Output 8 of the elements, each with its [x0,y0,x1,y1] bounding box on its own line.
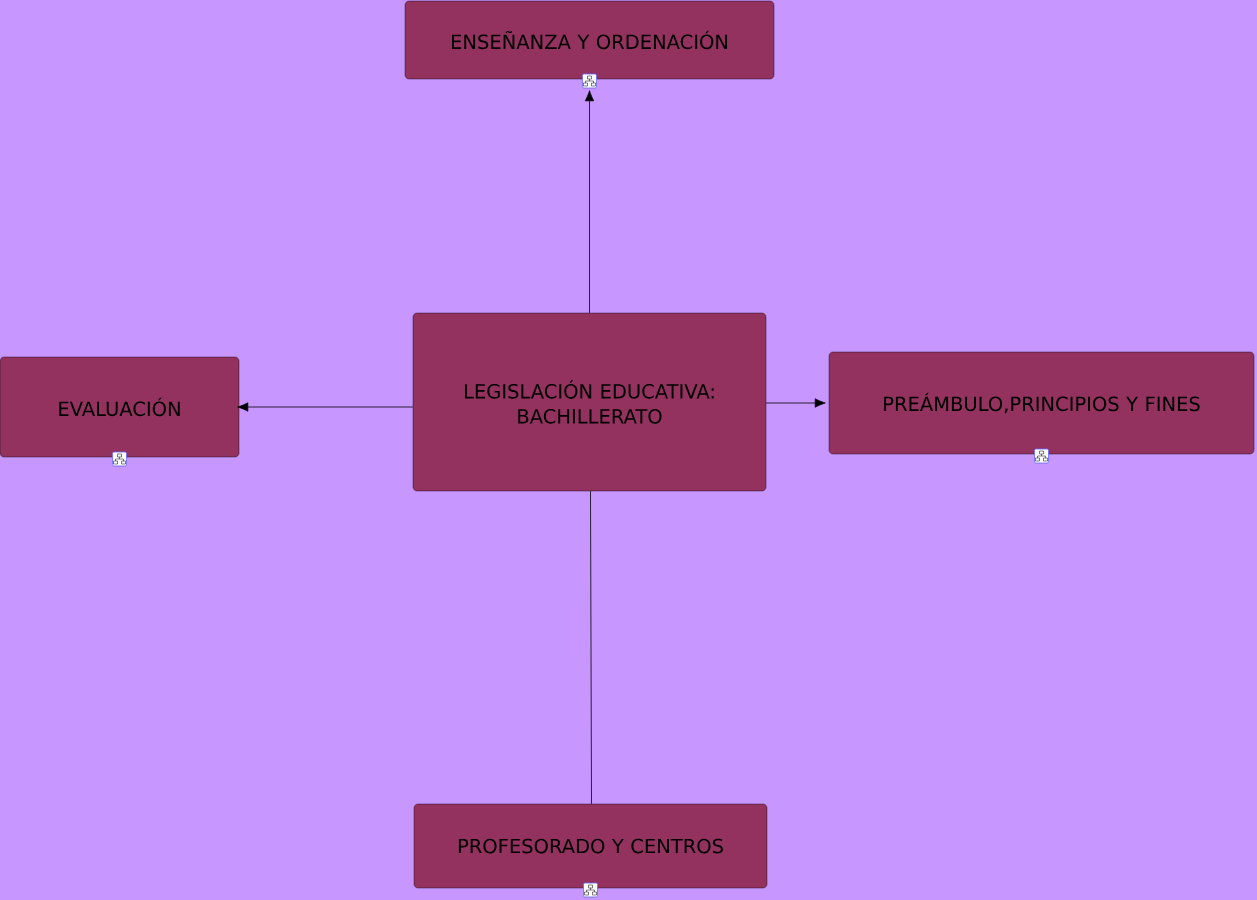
concept-box: ENSEÑANZA Y ORDENACIÓN [404,0,775,80]
concept-box: EVALUACIÓN [0,356,240,458]
arrow [237,402,414,412]
concept-box: PREÁMBULO,PRINCIPIOS Y FINES [828,351,1255,455]
arrow [765,398,826,408]
concept-box: LEGISLACIÓN EDUCATIVA: BACHILLERATO [412,312,767,492]
arrow [584,90,595,314]
concept-box: PROFESORADO Y CENTROS [413,803,768,889]
